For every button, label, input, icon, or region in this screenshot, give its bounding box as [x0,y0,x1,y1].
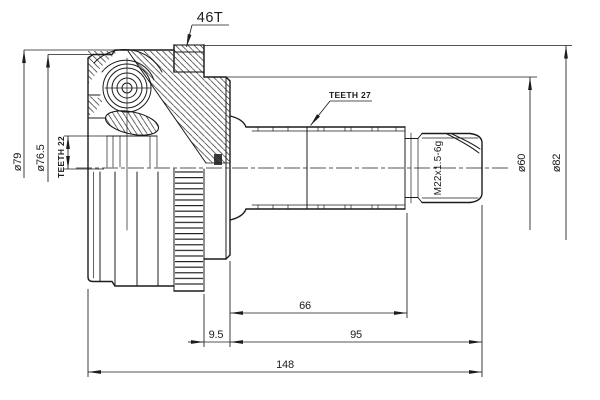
outer-track-arc [93,49,163,73]
abs-ring-section [173,44,205,73]
dimension-annotations: 46T TEETH 27 TEETH 22 M22x1.5-6g ø79 ø76… [12,10,572,377]
deep-wall-section [214,154,222,165]
thread-spec-label: M22x1.5-6g [433,141,444,196]
abs-ring-teeth-label: 46T [197,10,224,26]
spline-ticks [257,126,397,210]
abs-ring-serrations [175,170,203,289]
thread-runout [451,133,481,150]
dim-ring-to-face: 9.5 [209,329,224,341]
housing-outline [87,49,231,287]
housing-lip-section [88,51,118,84]
dim-total-length: 148 [276,359,294,371]
inner-race-section [104,110,160,136]
dia-boot-groove-label: ø76.5 [35,144,47,171]
dim-spline-length: 66 [299,300,311,312]
housing-lip-lower-section [88,96,104,116]
dia-hub-label: ø60 [516,154,528,172]
thread-end [404,132,483,204]
shaft-spline-label: TEETH 27 [329,90,371,100]
dia-housing-od-label: ø79 [12,153,24,171]
thread-runout [446,133,480,154]
abs-tone-ring [173,44,205,292]
cavity-boundary [127,50,207,164]
dia-abs-ring-label: ø82 [551,154,563,172]
section-hatching [88,44,230,165]
dim-shaft-length: 95 [350,329,362,341]
inner-spline-label: TEETH 22 [56,136,66,178]
shaft-spline [229,115,406,221]
cage-arc [101,59,155,81]
ball-and-cage [93,49,163,231]
